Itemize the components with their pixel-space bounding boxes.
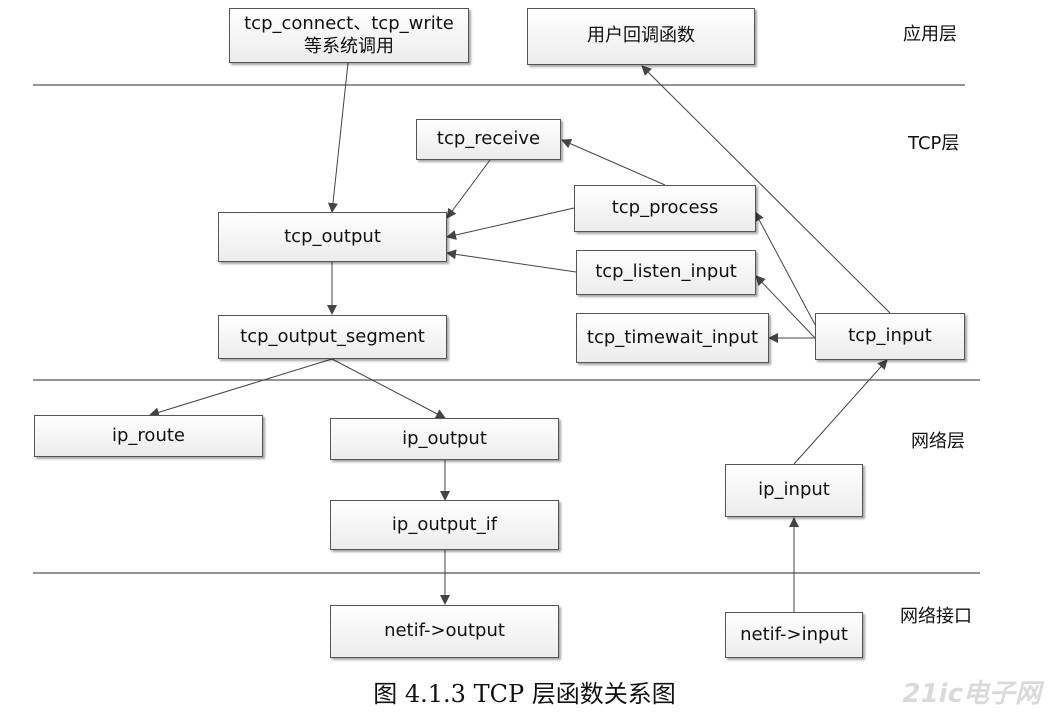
- watermark-logo: 21ic电子网: [902, 679, 1041, 709]
- node-ip-output: ip_output: [330, 418, 559, 460]
- node-tcp-timewait-input: tcp_timewait_input: [576, 313, 769, 363]
- node-user-callback: 用户回调函数: [527, 8, 755, 65]
- arrow-input-to-callback: [641, 65, 891, 314]
- arrow-receive-to-output: [446, 159, 491, 219]
- node-tcp-receive: tcp_receive: [416, 119, 561, 160]
- node-tcp-input: tcp_input: [815, 313, 965, 360]
- arrow-process-to-output: [446, 207, 575, 240]
- layer-label-app: 应用层: [903, 24, 957, 45]
- node-netif-input: netif->input: [725, 612, 863, 658]
- arrow-listen-to-output: [446, 249, 577, 273]
- arrow-input-to-listen: [755, 275, 816, 339]
- node-tcp-output: tcp_output: [218, 212, 447, 262]
- figure-caption: 图 4.1.3 TCP 层函数关系图: [373, 680, 676, 708]
- layer-label-tcp: TCP层: [908, 133, 960, 154]
- node-tcp-output-segment: tcp_output_segment: [218, 315, 447, 359]
- node-tcp-connect-write: tcp_connect、tcp_write 等系统调用: [229, 8, 469, 63]
- layer-label-network: 网络层: [911, 431, 965, 452]
- arrow-segment-to-route: [149, 358, 333, 418]
- node-tcp-listen-input: tcp_listen_input: [576, 250, 756, 295]
- node-ip-route: ip_route: [34, 415, 263, 457]
- arrow-ip-input-to-tcp-input: [793, 359, 888, 465]
- node-ip-output-if: ip_output_if: [330, 500, 559, 550]
- layer-label-netif: 网络接口: [900, 606, 972, 627]
- arrow-process-to-receive: [561, 139, 666, 186]
- node-tcp-process: tcp_process: [574, 185, 756, 232]
- arrow-syscall-to-tcp-output: [327, 62, 349, 213]
- arrow-segment-to-ip-output: [331, 358, 446, 419]
- arrow-input-to-process: [754, 211, 821, 335]
- node-ip-input: ip_input: [725, 464, 863, 517]
- node-netif-output: netif->output: [330, 605, 559, 658]
